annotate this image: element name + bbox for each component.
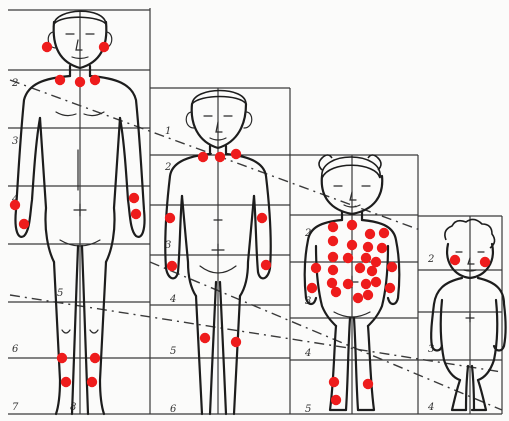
red-marker-dot xyxy=(343,279,353,289)
red-marker-dot xyxy=(311,263,321,273)
red-marker-dot xyxy=(355,263,365,273)
red-marker-dot xyxy=(331,395,341,405)
red-marker-dot xyxy=(353,293,363,303)
red-marker-dot xyxy=(307,283,317,293)
red-marker-dot xyxy=(167,261,177,271)
red-marker-dot xyxy=(328,252,338,262)
red-marker-dot xyxy=(198,152,208,162)
red-marker-dot xyxy=(42,42,52,52)
red-marker-dot xyxy=(90,75,100,85)
red-marker-dot xyxy=(379,228,389,238)
red-marker-dot xyxy=(327,278,337,288)
red-marker-dot xyxy=(131,209,141,219)
scale-mark: 4 xyxy=(304,348,311,359)
red-marker-dot xyxy=(387,262,397,272)
scale-mark: 4 xyxy=(427,402,434,413)
red-marker-dot xyxy=(55,75,65,85)
red-marker-dot xyxy=(363,242,373,252)
scale-mark: 4 xyxy=(169,294,176,305)
red-marker-dot xyxy=(480,257,490,267)
red-marker-dot xyxy=(329,377,339,387)
red-marker-dot xyxy=(343,253,353,263)
red-marker-dot xyxy=(257,213,267,223)
red-marker-dot xyxy=(99,42,109,52)
red-marker-dot xyxy=(363,379,373,389)
red-marker-dot xyxy=(215,152,225,162)
scale-mark: 2 xyxy=(11,78,18,89)
scale-mark: 1 xyxy=(165,126,171,137)
red-marker-dot xyxy=(347,220,357,230)
red-marker-dot xyxy=(377,243,387,253)
red-marker-dot xyxy=(61,377,71,387)
red-marker-dot xyxy=(365,229,375,239)
red-marker-dot xyxy=(361,253,371,263)
red-marker-dot xyxy=(361,279,371,289)
grid-figure-4 xyxy=(418,216,502,414)
red-marker-dot xyxy=(367,266,377,276)
red-marker-dot xyxy=(385,283,395,293)
red-marker-dot xyxy=(450,255,460,265)
red-marker-dot xyxy=(371,257,381,267)
scale-mark: 5 xyxy=(305,404,311,415)
scale-mark: 5 xyxy=(57,288,63,299)
scale-mark: 7 xyxy=(12,402,19,413)
red-marker-dot xyxy=(75,77,85,87)
scale-mark: 6 xyxy=(170,404,177,415)
red-marker-dot xyxy=(165,213,175,223)
red-marker-dot xyxy=(371,277,381,287)
red-marker-dot xyxy=(231,337,241,347)
scale-mark: 5 xyxy=(170,346,176,357)
red-marker-dot xyxy=(10,200,20,210)
scale-mark: 6 xyxy=(12,344,19,355)
red-marker-dot xyxy=(328,222,338,232)
red-marker-dot xyxy=(87,377,97,387)
red-marker-dot xyxy=(261,260,271,270)
scale-mark: 3 xyxy=(12,136,18,147)
red-marker-dot xyxy=(200,333,210,343)
red-marker-dot xyxy=(363,290,373,300)
red-marker-dot xyxy=(347,240,357,250)
red-marker-dot xyxy=(328,236,338,246)
scale-mark: 2 xyxy=(427,254,434,265)
red-marker-dot xyxy=(90,353,100,363)
red-marker-dot xyxy=(231,149,241,159)
figure-infant xyxy=(431,219,505,410)
red-marker-dot xyxy=(331,287,341,297)
red-marker-dot xyxy=(129,193,139,203)
red-marker-dot xyxy=(19,219,29,229)
red-marker-dot xyxy=(57,353,67,363)
red-marker-dot xyxy=(328,265,338,275)
